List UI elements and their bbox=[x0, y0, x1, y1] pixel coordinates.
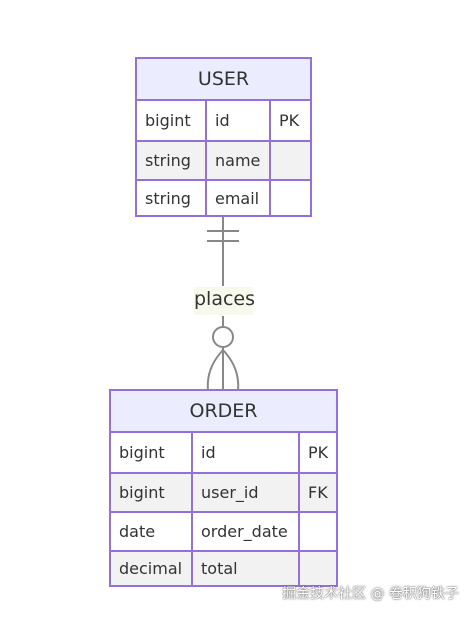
attribute-type: decimal bbox=[119, 559, 183, 578]
entity-title: ORDER bbox=[111, 391, 336, 433]
relationship-label-bg bbox=[194, 287, 253, 315]
attribute-key: PK bbox=[269, 101, 310, 140]
attribute-type: bigint bbox=[145, 111, 191, 130]
attribute-name: email bbox=[205, 181, 269, 215]
entity-user: USER bigint id PK string name string ema… bbox=[135, 57, 312, 217]
attribute-key bbox=[298, 513, 336, 550]
crows-foot-right bbox=[222, 349, 240, 391]
attribute-name: id bbox=[205, 101, 269, 140]
cardinality-zero-circle bbox=[212, 326, 234, 348]
attribute-name: total bbox=[191, 552, 298, 585]
entity-order: ORDER bigint id PK bigint user_id FK dat… bbox=[109, 389, 338, 587]
attribute-row: string name bbox=[137, 140, 310, 179]
attribute-type: string bbox=[145, 151, 191, 170]
watermark-text: 掘金技术社区 @ 卷积狗铁子 bbox=[282, 586, 459, 602]
attribute-type: bigint bbox=[119, 483, 165, 502]
attribute-key bbox=[298, 552, 336, 585]
attribute-key: PK bbox=[298, 433, 336, 472]
attribute-row: bigint id PK bbox=[137, 101, 310, 140]
crows-foot-left bbox=[206, 349, 224, 391]
attribute-type: bigint bbox=[119, 443, 165, 462]
attribute-row: decimal total bbox=[111, 550, 336, 585]
attribute-type: string bbox=[145, 188, 191, 208]
attribute-key bbox=[269, 181, 310, 215]
attribute-name: user_id bbox=[191, 474, 298, 511]
attribute-row: bigint id PK bbox=[111, 433, 336, 472]
attribute-name: order_date bbox=[191, 513, 298, 550]
attribute-name: name bbox=[205, 142, 269, 179]
relationship-label: places bbox=[194, 288, 256, 310]
entity-title: USER bbox=[137, 59, 310, 101]
attribute-row: string email bbox=[137, 179, 310, 215]
attribute-type: date bbox=[119, 522, 156, 541]
attribute-row: bigint user_id FK bbox=[111, 472, 336, 511]
attribute-key bbox=[269, 142, 310, 179]
attribute-row: date order_date bbox=[111, 511, 336, 550]
attribute-key: FK bbox=[298, 474, 336, 511]
attribute-name: id bbox=[191, 433, 298, 472]
